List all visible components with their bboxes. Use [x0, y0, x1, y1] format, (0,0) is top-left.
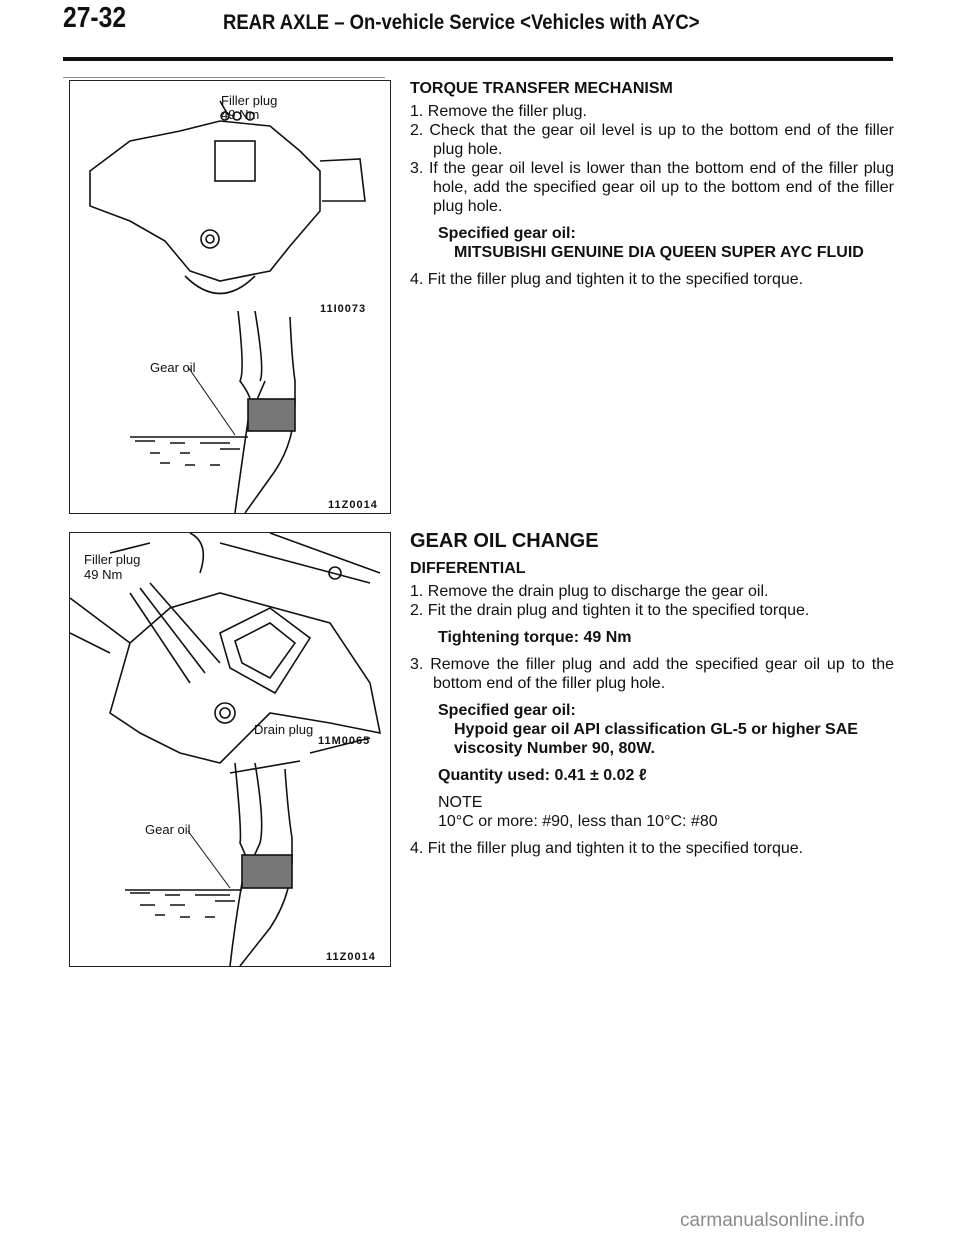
step: 2. Check that the gear oil level is up t… [410, 122, 894, 158]
label-gear-oil: Gear oil [145, 822, 191, 837]
note-label: NOTE [438, 794, 483, 811]
divider [63, 77, 385, 78]
step: 4. Fit the filler plug and tighten it to… [410, 840, 804, 857]
figure-differential: Filler plug 49 Nm Drain plug 11M0065 Gea… [69, 532, 391, 967]
step: 1. Remove the drain plug to discharge th… [410, 583, 769, 600]
spec-value: Hypoid gear oil API classification GL-5 … [454, 721, 858, 757]
illustration-axle-and-oil-level [89, 100, 366, 513]
figure-code: 11Z0014 [328, 499, 378, 511]
label-filler-torque: 49 Nm [221, 107, 260, 122]
section-gear-oil-change: GEAR OIL CHANGE DIFFERENTIAL 1. Remove t… [410, 530, 894, 858]
label-drain-plug: Drain plug [254, 722, 314, 737]
page-title: REAR AXLE – On-vehicle Service <Vehicles… [223, 11, 700, 34]
step: 2. Fit the drain plug and tighten it to … [410, 602, 810, 619]
step: 1. Remove the filler plug. [410, 103, 587, 120]
label-gear-oil: Gear oil [150, 360, 196, 375]
subheading: DIFFERENTIAL [410, 560, 526, 577]
label-filler-torque: 49 Nm [84, 567, 123, 582]
spec-label: Specified gear oil: [438, 225, 576, 242]
spec-label: Specified gear oil: [438, 702, 576, 719]
step: 3. If the gear oil level is lower than t… [410, 160, 894, 215]
section-heading: TORQUE TRANSFER MECHANISM [410, 80, 673, 97]
section-torque-transfer: TORQUE TRANSFER MECHANISM 1. Remove the … [410, 79, 894, 289]
note-text: 10°C or more: #90, less than 10°C: #80 [438, 813, 718, 830]
watermark: carmanualsonline.info [680, 1210, 865, 1231]
step: 3. Remove the filler plug and add the sp… [410, 656, 894, 692]
quantity: Quantity used: 0.41 ± 0.02 ℓ [438, 767, 647, 784]
illustration-differential-and-oil-level [70, 533, 382, 966]
section-heading: GEAR OIL CHANGE [410, 530, 599, 552]
step: 4. Fit the filler plug and tighten it to… [410, 271, 804, 288]
label-filler-plug: Filler plug [84, 552, 141, 567]
figure-code: 11I0073 [320, 303, 367, 315]
page-number: 27-32 [63, 2, 127, 34]
spec-value: MITSUBISHI GENUINE DIA QUEEN SUPER AYC F… [454, 244, 864, 261]
figure-torque-transfer: Filler plug 49 Nm 11I0073 Gear oil 11Z00… [69, 80, 391, 514]
label-filler-plug: Filler plug [221, 93, 278, 108]
figure-code: 11Z0014 [326, 951, 376, 963]
tightening-torque: Tightening torque: 49 Nm [438, 629, 632, 646]
header-rule [63, 57, 893, 61]
figure-code: 11M0065 [318, 735, 371, 747]
